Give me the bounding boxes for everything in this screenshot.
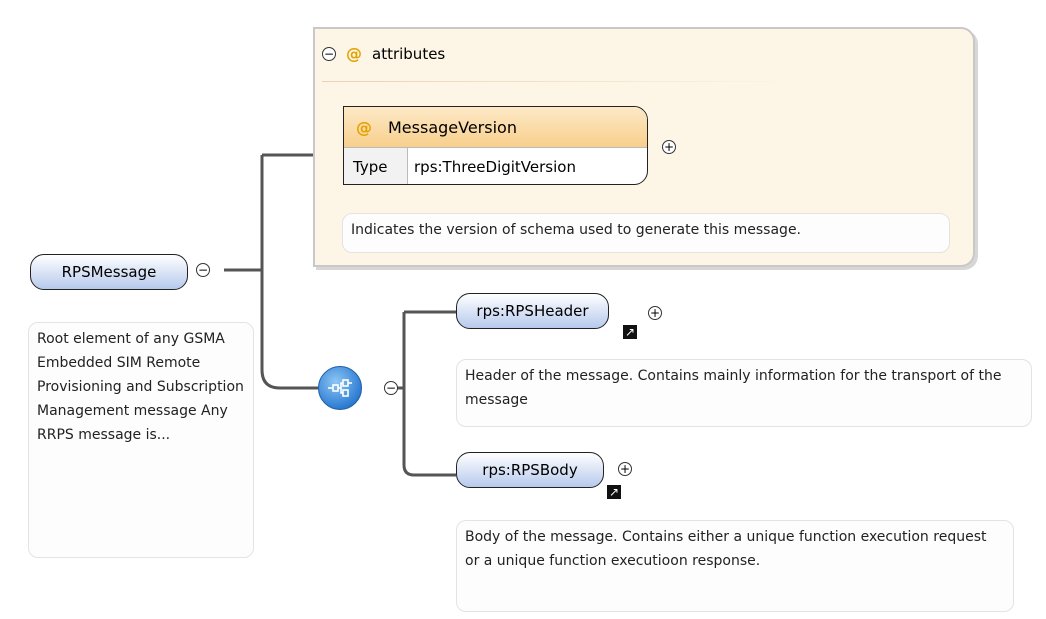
root-doc-text: Root element of any GSMA Embedded SIM Re… [37, 331, 244, 443]
attribute-documentation: Indicates the version of schema used to … [342, 213, 950, 253]
attribute-name: MessageVersion [388, 117, 517, 137]
element-rpsbody-documentation: Body of the message. Contains either a u… [456, 520, 1014, 612]
attribute-icon: @ [346, 44, 362, 63]
element-label: rps:RPSBody [482, 461, 578, 479]
expand-icon[interactable]: + [618, 462, 632, 476]
body-connector [402, 464, 456, 477]
root-element-label: RPSMessage [61, 263, 157, 281]
attribute-type-key: Type [344, 148, 408, 184]
sequence-compositor-icon[interactable] [318, 366, 362, 410]
collapse-icon[interactable]: − [196, 263, 210, 277]
root-element-rpsmessage[interactable]: RPSMessage [30, 254, 188, 290]
attributes-divider [322, 81, 802, 82]
root-element-documentation: Root element of any GSMA Embedded SIM Re… [28, 322, 254, 558]
attribute-type-value: rps:ThreeDigitVersion [414, 157, 576, 176]
element-rpsbody[interactable]: rps:RPSBody [456, 452, 604, 488]
attribute-title-row: @ MessageVersion [344, 107, 647, 147]
element-doc-text: Body of the message. Contains either a u… [465, 529, 987, 569]
reference-arrow-icon: ↗ [622, 324, 638, 340]
element-rpsheader-documentation: Header of the message. Contains mainly i… [456, 359, 1032, 427]
reference-arrow-icon: ↗ [606, 484, 622, 500]
element-label: rps:RPSHeader [476, 302, 589, 320]
collapse-icon[interactable]: − [384, 381, 398, 395]
sequence-connector [260, 270, 318, 390]
attributes-header: − @ attributes [322, 44, 445, 63]
attribute-icon: @ [356, 117, 372, 137]
attributes-label: attributes [372, 44, 446, 63]
element-doc-text: Header of the message. Contains mainly i… [465, 368, 1002, 408]
attribute-doc-text: Indicates the version of schema used to … [351, 222, 802, 238]
attribute-type-row: Type rps:ThreeDigitVersion [344, 147, 647, 184]
collapse-icon[interactable]: − [322, 46, 336, 61]
element-rpsheader[interactable]: rps:RPSHeader [456, 293, 609, 329]
sequence-glyph-icon [328, 379, 352, 397]
expand-icon[interactable]: + [662, 140, 676, 154]
attribute-messageversion[interactable]: @ MessageVersion Type rps:ThreeDigitVers… [343, 106, 648, 185]
expand-icon[interactable]: + [648, 306, 662, 320]
